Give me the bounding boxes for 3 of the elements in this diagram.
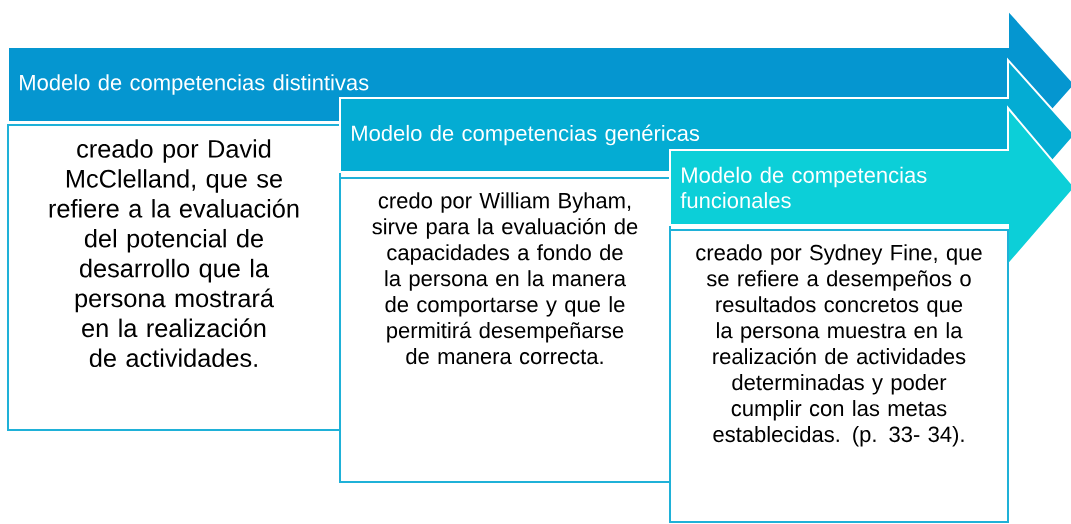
- text-box: creado por David McClelland, que se refiere a la evaluación del potencial de desarrollo que la persona mostrará en la realización de actividades.: [7, 124, 341, 431]
- text-box: creado por Sydney Fine, que se refiere a desempeños o resultados concretos que la persona muestra en la realización de actividades determinadas y poder cumplir con las metas establecidas. (p. 33- 34).: [669, 229, 1009, 523]
- text-box: credo por William Byham, sirve para la evaluación de capacidades a fondo de la persona en la manera de comportarse y que le permitirá desempeñarse de manera correcta.: [339, 177, 671, 483]
